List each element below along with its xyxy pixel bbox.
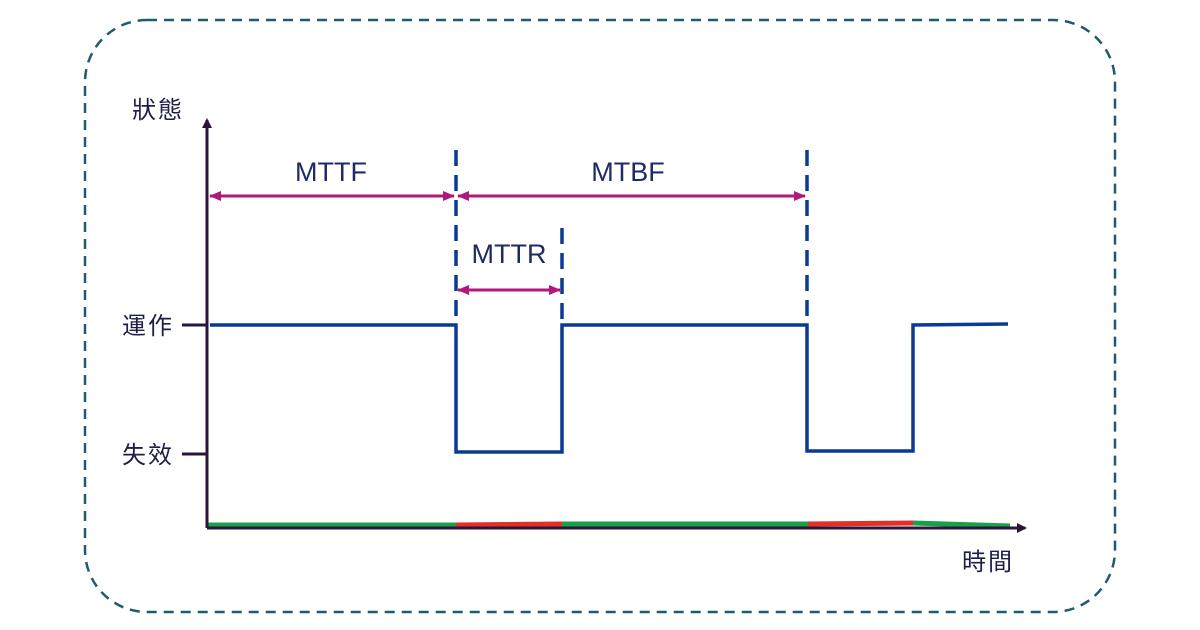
- timeline-up-segment: [912, 520, 1011, 529]
- state-label-up: 運作: [122, 312, 174, 340]
- state-label-down: 失效: [122, 441, 174, 469]
- y-axis-title: 狀態: [132, 96, 184, 124]
- dashed-frame: [83, 18, 1117, 614]
- timeline-down-segment: [455, 521, 563, 528]
- state-waveform: [210, 322, 1009, 454]
- mttr-label: MTTR: [472, 239, 547, 269]
- availability-timeline: [208, 520, 1011, 529]
- timeline-down-segment: [807, 520, 914, 527]
- mtbf-label: MTBF: [591, 157, 665, 187]
- mttf-label: MTTF: [295, 157, 367, 187]
- x-axis-title: 時間: [962, 548, 1014, 576]
